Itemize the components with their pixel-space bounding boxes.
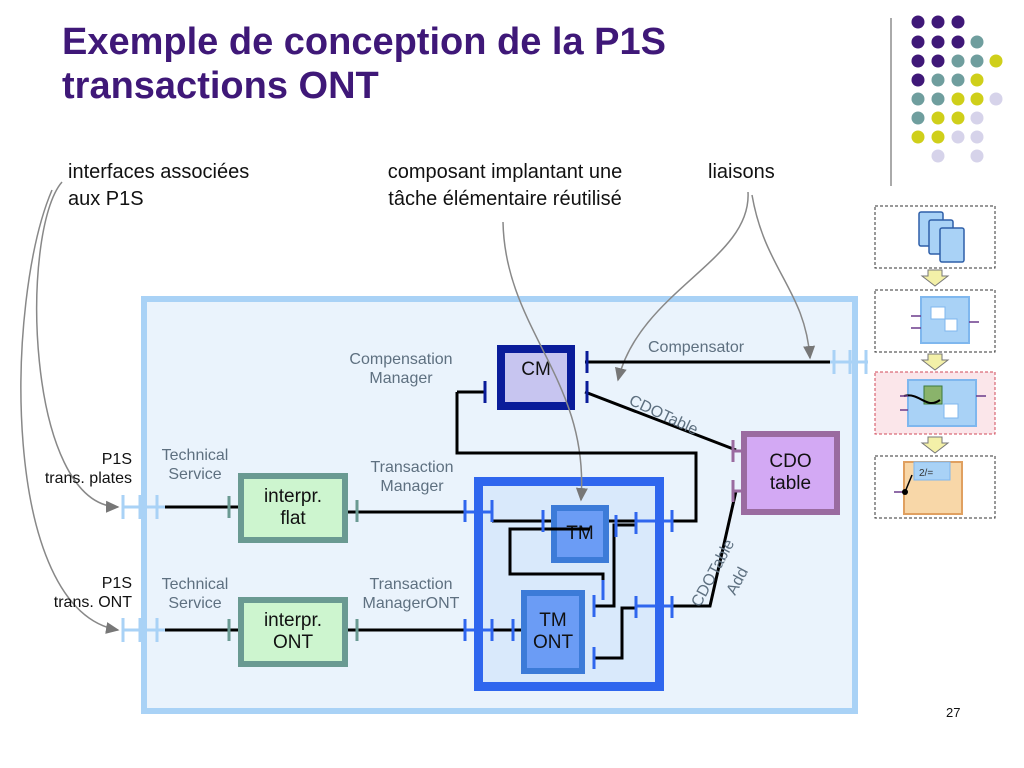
title-line-1: Exemple de conception de la P1S <box>62 21 666 63</box>
technical-service-1-label: Technical Service <box>145 446 245 484</box>
svg-text:2/=: 2/= <box>919 468 933 479</box>
compensator-label: Compensator <box>648 339 745 356</box>
tm-label: TM <box>566 523 594 544</box>
dot-grid <box>911 15 1003 163</box>
tmont-caption-line-2: ManagerONT <box>362 595 460 612</box>
interfaces-line-1: interfaces associées <box>68 161 250 183</box>
p1s-plates-label: P1S trans. plates <box>20 450 132 488</box>
interfaces-line-2: aux P1S <box>68 188 144 210</box>
cm-component[interactable]: CM <box>497 345 575 410</box>
slide-title: Exemple de conception de la P1S transact… <box>62 20 822 108</box>
thumb-arrow-2 <box>920 353 950 371</box>
title-line-2: transactions ONT <box>62 65 379 107</box>
p1s-ont-line-1: P1S <box>101 575 132 592</box>
tech-service-1-line-1: Technical <box>161 447 229 464</box>
component-line-2: tâche élémentaire réutilisé <box>388 188 622 210</box>
transaction-manager-ont-label: Transaction ManagerONT <box>346 575 476 613</box>
cdo-table-component[interactable]: CDO table <box>741 431 840 515</box>
p1s-plates-line-1: P1S <box>101 451 132 468</box>
technical-service-2-label: Technical Service <box>145 575 245 613</box>
cm-label: CM <box>521 359 551 380</box>
interp-flat-label-1: interpr. <box>263 486 323 507</box>
interfaces-annotation: interfaces associées aux P1S <box>68 159 249 213</box>
thumb-arrow-3 <box>920 436 950 454</box>
tm-component[interactable]: TM <box>551 505 609 563</box>
comp-mgr-line-2: Manager <box>369 370 433 387</box>
tech-service-2-line-2: Service <box>168 595 222 612</box>
tm-caption-line-2: Manager <box>380 478 444 495</box>
cdo-label-2: table <box>769 473 812 494</box>
cdo-label-1: CDO <box>769 451 812 472</box>
thumb-step-3 <box>874 371 996 435</box>
interp-ont-label-2: ONT <box>272 632 314 653</box>
p1s-ont-line-2: trans. ONT <box>53 594 132 611</box>
thumb-arrow-1 <box>920 269 950 287</box>
interp-flat-component[interactable]: interpr. flat <box>238 473 348 543</box>
p1s-plates-line-2: trans. plates <box>44 470 132 487</box>
component-line-1: composant implantant une <box>387 161 623 183</box>
tech-service-1-line-2: Service <box>168 466 222 483</box>
interp-ont-label-1: interpr. <box>263 610 323 631</box>
interp-flat-label-2: flat <box>280 508 306 529</box>
tm-ont-component[interactable]: TM ONT <box>521 590 585 674</box>
tmont-caption-line-1: Transaction <box>369 576 453 593</box>
thumb-step-1 <box>874 205 996 269</box>
compensation-manager-label: Compensation Manager <box>330 350 472 388</box>
tm-ont-label-2: ONT <box>532 632 574 653</box>
comp-mgr-line-1: Compensation <box>349 351 453 368</box>
transaction-manager-label: Transaction Manager <box>352 458 472 496</box>
interp-ont-component[interactable]: interpr. ONT <box>238 597 348 667</box>
links-annotation: liaisons <box>708 161 775 183</box>
page-number: 27 <box>946 705 961 720</box>
thumb-step-4: 2/= <box>874 455 996 519</box>
tm-ont-label-1: TM <box>539 610 567 631</box>
p1s-ont-label: P1S trans. ONT <box>20 574 132 612</box>
component-annotation: composant implantant une tâche élémentai… <box>350 159 660 213</box>
tech-service-2-line-1: Technical <box>161 576 229 593</box>
tm-caption-line-1: Transaction <box>370 459 454 476</box>
thumb-step-2 <box>874 289 996 353</box>
